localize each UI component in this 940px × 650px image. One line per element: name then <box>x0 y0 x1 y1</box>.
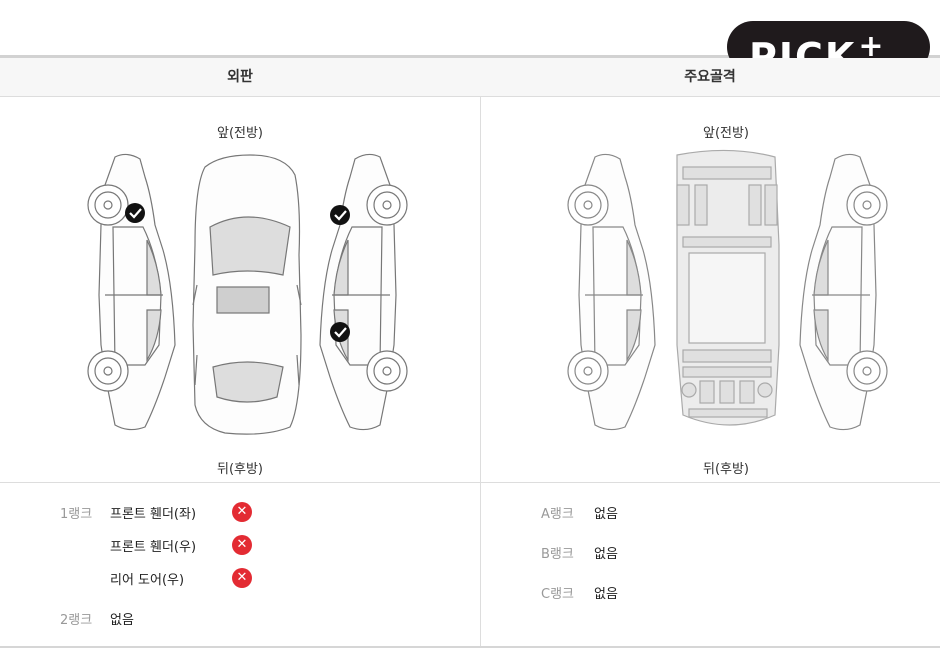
exterior-rank1-label: 1랭크 <box>60 507 93 522</box>
exterior-rank2-label: 2랭크 <box>60 613 93 628</box>
frame-front-label: 앞(전방) <box>702 126 750 141</box>
car-side-view-right-icon <box>799 153 888 431</box>
exterior-section-title: 외판 <box>227 69 253 85</box>
frame-rank-b-value: 없음 <box>594 547 618 562</box>
damage-item-front-fender-right: 프론트 휀더(우) <box>110 540 197 555</box>
frame-car-diagram <box>567 149 888 431</box>
car-top-view-icon <box>192 154 302 435</box>
x-icon: ✕ <box>232 502 252 522</box>
check-icon <box>330 205 350 225</box>
section-header-row: 외판 주요골격 <box>0 58 940 97</box>
frame-rank-c-value: 없음 <box>594 587 618 602</box>
car-side-view-left-icon <box>567 153 656 431</box>
frame-rear-label: 뒤(후방) <box>702 462 750 477</box>
check-icon <box>125 203 145 223</box>
exterior-car-diagram <box>87 153 408 435</box>
x-icon: ✕ <box>232 535 252 555</box>
diagram-summary-divider <box>0 482 940 483</box>
frame-rank-a-value: 없음 <box>594 507 618 522</box>
car-side-view-left-icon <box>87 153 176 431</box>
bottom-rule <box>0 646 940 648</box>
x-icon: ✕ <box>232 568 252 588</box>
check-icon <box>330 322 350 342</box>
damage-item-rear-door-right: 리어 도어(우) <box>110 573 185 588</box>
car-side-view-right-icon <box>319 153 408 431</box>
frame-rank-a-label: A랭크 <box>541 507 574 522</box>
exterior-rear-label: 뒤(후방) <box>216 462 264 477</box>
exterior-front-label: 앞(전방) <box>216 126 264 141</box>
damage-item-front-fender-left: 프론트 휀더(좌) <box>110 507 197 522</box>
frame-section-title: 주요골격 <box>684 69 736 85</box>
column-divider <box>480 96 481 648</box>
frame-rank-b-label: B랭크 <box>541 547 574 562</box>
car-frame-icon <box>676 149 780 426</box>
frame-rank-c-label: C랭크 <box>541 587 574 602</box>
top-rule <box>0 55 940 58</box>
exterior-rank2-value: 없음 <box>110 613 134 628</box>
